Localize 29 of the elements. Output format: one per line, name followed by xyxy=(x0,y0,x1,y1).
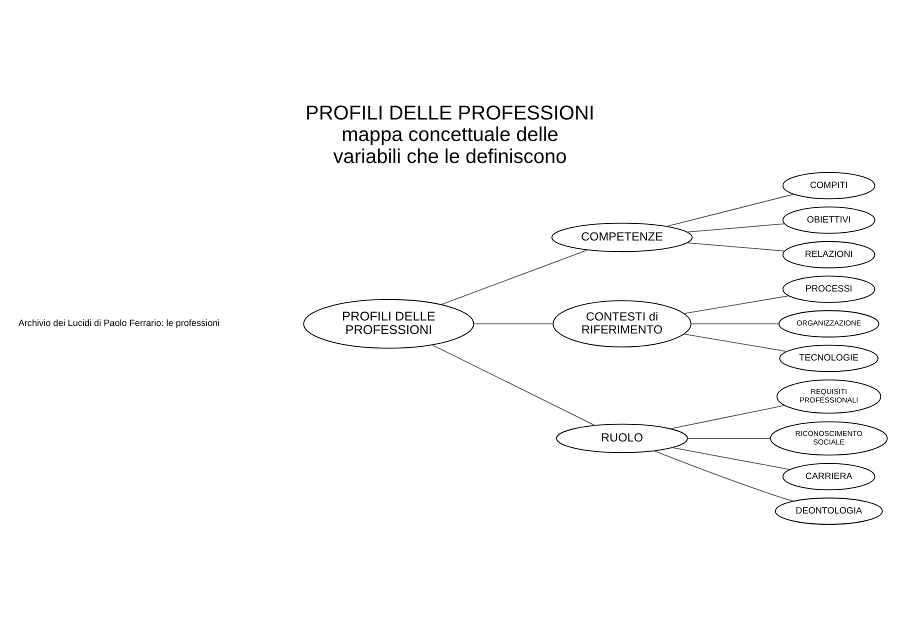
diagram-title: PROFILI DELLE PROFESSIONI mappa concettuale delle variabili che le definiscono xyxy=(306,102,594,168)
node-ellipse: CARRIERA xyxy=(782,462,876,490)
node-ellipse: COMPITI xyxy=(782,171,876,199)
connector xyxy=(672,446,790,470)
node-ellipse: ORGANIZZAZIONE xyxy=(778,310,880,337)
connector xyxy=(654,450,794,502)
connector xyxy=(690,322,780,324)
connector xyxy=(473,322,554,324)
label: Archivio dei Lucidi di Paolo Ferrario: le professioni xyxy=(18,318,220,328)
node-ellipse: DEONTOLOGIA xyxy=(774,497,883,524)
node-ellipse: CONTESTI di RIFERIMENTO xyxy=(552,300,692,347)
node-ellipse: OBIETTIVI xyxy=(782,206,876,234)
node-ellipse: RELAZIONI xyxy=(782,240,876,268)
connector xyxy=(683,294,790,314)
connector xyxy=(686,222,785,232)
node-ellipse: PROFILI DELLE PROFESSIONI xyxy=(303,298,474,348)
connector xyxy=(683,333,788,352)
connector xyxy=(666,193,794,226)
connector xyxy=(440,248,588,304)
connector xyxy=(686,242,785,251)
node-ellipse: RICONOSCIMENTO SOCIALE xyxy=(770,420,888,455)
connector xyxy=(687,437,771,438)
node-ellipse: COMPETENZE xyxy=(551,222,693,252)
node-ellipse: REQUISITI PROFESSIONALI xyxy=(776,379,882,414)
connector xyxy=(432,344,596,426)
node-ellipse: RUOLO xyxy=(556,423,688,453)
connector xyxy=(670,404,785,429)
node-ellipse: PROCESSI xyxy=(782,275,876,302)
node-ellipse: TECNOLOGIE xyxy=(779,344,878,372)
